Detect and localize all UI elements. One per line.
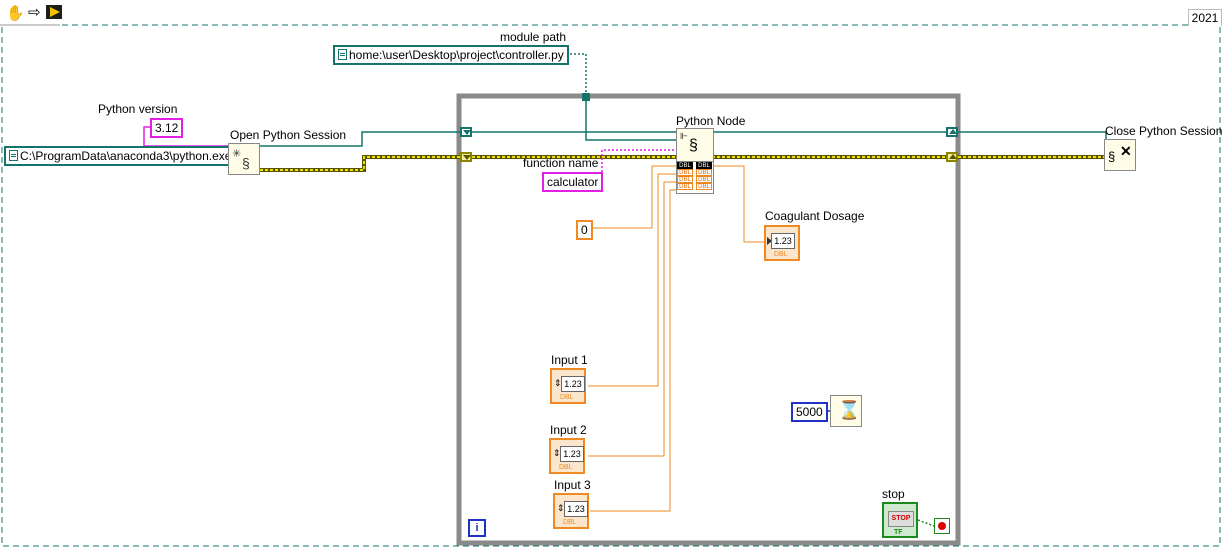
- module-path-label: module path: [500, 30, 567, 44]
- while-loop-frame: [456, 93, 961, 546]
- hand-icon[interactable]: ✋: [6, 5, 25, 22]
- function-name-label: function name: [523, 156, 599, 170]
- increment-icon: ⇕: [553, 448, 561, 458]
- type-label: DBL: [559, 464, 573, 471]
- input-2-label: Input 2: [550, 423, 587, 437]
- zero-constant[interactable]: 0: [576, 220, 593, 240]
- arrow-right-icon[interactable]: ⇨: [28, 4, 41, 21]
- session-input-tunnel[interactable]: [460, 152, 472, 162]
- input-terminal[interactable]: DBL: [677, 169, 693, 176]
- python-node-inputs: DBL DBL DBL DBL: [677, 162, 695, 190]
- path-icon: [9, 150, 18, 161]
- input-terminal[interactable]: DBL: [677, 176, 693, 183]
- diagram-frame: [1, 24, 1221, 547]
- module-path-tunnel: [582, 93, 590, 101]
- stop-button-face: STOP: [888, 511, 914, 527]
- flag-icon: ⊩: [680, 131, 688, 141]
- stop-label: stop: [882, 487, 905, 501]
- stop-condition-terminal[interactable]: [934, 518, 950, 534]
- input-terminal[interactable]: DBL: [677, 183, 693, 190]
- wait-ms-constant[interactable]: 5000: [791, 402, 828, 422]
- input-2-control[interactable]: 1.23 ⇕ DBL: [549, 438, 585, 474]
- type-label: TF: [894, 529, 903, 536]
- module-path-constant[interactable]: home:\user\Desktop\project\controller.py: [333, 45, 569, 65]
- python-exe-path-constant[interactable]: C:\ProgramData\anaconda3\python.exe: [4, 146, 237, 166]
- output-terminal[interactable]: DBL: [696, 183, 712, 190]
- coagulant-dosage-label: Coagulant Dosage: [765, 209, 865, 223]
- type-label: DBL: [560, 394, 574, 401]
- python-node-label: Python Node: [676, 114, 746, 128]
- input-1-label: Input 1: [551, 353, 588, 367]
- function-name-constant[interactable]: calculator: [542, 172, 604, 192]
- increment-icon: ⇕: [554, 378, 562, 388]
- path-input-tunnel[interactable]: [460, 127, 472, 137]
- coagulant-dosage-indicator[interactable]: 1.23 DBL: [764, 225, 800, 261]
- path-output-tunnel[interactable]: [946, 127, 958, 137]
- numeric-display: 1.23: [561, 376, 585, 392]
- type-label: DBL: [774, 251, 788, 258]
- highlight-icon[interactable]: [46, 5, 62, 19]
- output-terminal[interactable]: DBL: [696, 169, 712, 176]
- stop-if-true-icon: [938, 522, 946, 530]
- python-version-constant[interactable]: 3.12: [150, 118, 184, 138]
- input-3-label: Input 3: [554, 478, 591, 492]
- numeric-display: 1.23: [560, 446, 584, 462]
- output-terminal[interactable]: DBL: [696, 176, 712, 183]
- input-terminal[interactable]: DBL: [677, 162, 693, 169]
- increment-icon: ⇕: [557, 503, 565, 513]
- close-python-session-node[interactable]: § ✕: [1104, 139, 1136, 171]
- python-node[interactable]: ⊩ § DBL DBL DBL DBL DBL DBL DBL DBL: [676, 128, 714, 194]
- sparkle-icon: ✳: [232, 148, 242, 160]
- close-session-label: Close Python Session: [1105, 124, 1223, 138]
- python-icon: §: [242, 155, 250, 171]
- python-icon: §: [689, 137, 698, 154]
- open-python-session-node[interactable]: ✳ §: [228, 143, 260, 175]
- wait-ms-node[interactable]: ⌛: [830, 395, 862, 427]
- python-node-header: ⊩ §: [677, 129, 713, 162]
- close-icon: ✕: [1120, 143, 1132, 159]
- input-1-control[interactable]: 1.23 ⇕ DBL: [550, 368, 586, 404]
- toolbar: ✋ ⇨: [4, 4, 64, 22]
- input-arrow-icon: [767, 237, 772, 245]
- metronome-icon: ⌛: [838, 400, 861, 420]
- python-icon: §: [1108, 149, 1116, 164]
- numeric-display: 1.23: [564, 501, 588, 517]
- python-node-outputs: DBL DBL DBL DBL: [696, 162, 714, 190]
- iteration-terminal: i: [468, 519, 486, 537]
- type-label: DBL: [563, 519, 577, 526]
- path-icon: [338, 49, 347, 60]
- open-session-label: Open Python Session: [230, 128, 347, 142]
- python-version-label: Python version: [98, 102, 178, 116]
- numeric-display: 1.23: [771, 233, 795, 249]
- python-exe-path-value: C:\ProgramData\anaconda3\python.exe: [20, 149, 232, 163]
- input-3-control[interactable]: 1.23 ⇕ DBL: [553, 493, 589, 529]
- stop-button-control[interactable]: STOP TF: [882, 502, 918, 538]
- version-label: 2021: [1188, 9, 1222, 26]
- module-path-value: home:\user\Desktop\project\controller.py: [349, 48, 564, 62]
- session-output-tunnel[interactable]: [946, 152, 958, 162]
- output-terminal[interactable]: DBL: [696, 162, 712, 169]
